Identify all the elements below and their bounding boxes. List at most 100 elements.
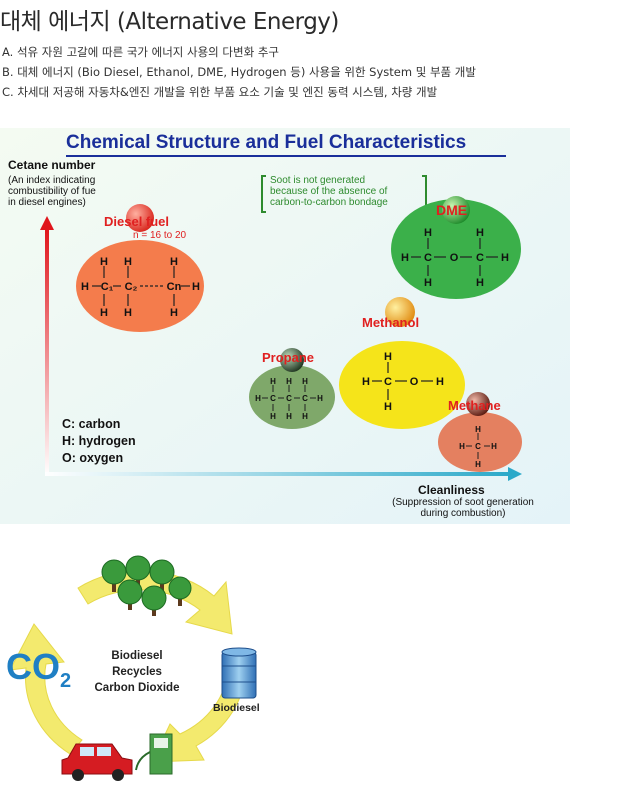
co2-subscript: 2 — [60, 670, 72, 693]
legend-hydrogen: H: hydrogen — [62, 434, 136, 448]
diesel-bonds — [92, 266, 190, 306]
cycle-arrow-left — [9, 623, 83, 755]
propane-atom-h: H — [317, 394, 323, 403]
methanol-atom-c: C — [384, 376, 392, 388]
diesel-sublabel: n = 16 to 20 — [133, 230, 187, 241]
propane-atom-h: H — [270, 412, 276, 421]
diagram-canvas: H C₁ C₂ Cn H H H H H H H H C O C H H H H… — [0, 128, 570, 524]
carbon-cycle-diagram: CO2 Biodiesel Recycles Carbon Dioxide Bi… — [0, 548, 275, 793]
diesel-atom-c2: C₂ — [125, 281, 138, 293]
car-icon — [61, 743, 133, 781]
dme-atom-h: H — [476, 227, 484, 239]
legend-oxygen: O: oxygen — [62, 451, 124, 465]
diesel-atom-cn: Cn — [167, 281, 182, 293]
propane-atom-c: C — [270, 394, 276, 403]
fuel-pump-icon — [135, 733, 173, 775]
methanol-bonds — [372, 362, 433, 400]
legend-carbon: C: carbon — [62, 417, 121, 431]
dme-bonds — [411, 238, 498, 276]
cycle-center-line: Biodiesel — [111, 650, 163, 662]
bullet-a: A. 석유 자원 고갈에 따른 국가 에너지 사용의 다변화 추구 — [2, 45, 279, 59]
x-axis — [45, 472, 510, 476]
methanol-atom-h: H — [384, 351, 392, 363]
y-axis-title: Cetane number — [8, 158, 96, 172]
diesel-atom-h-left: H — [81, 281, 89, 293]
methanol-atom-h: H — [384, 401, 392, 413]
soot-note: Soot is not generated because of the abs… — [270, 175, 388, 208]
methanol-ellipse — [339, 341, 465, 429]
x-axis-title: Cleanliness — [418, 483, 485, 497]
propane-bonds — [262, 385, 316, 411]
diesel-label: Diesel fuel — [104, 214, 170, 229]
propane-atom-h: H — [286, 377, 292, 386]
dme-atom-c: C — [476, 252, 484, 264]
propane-label: Propane — [262, 350, 315, 365]
co2-label: CO2 — [6, 646, 71, 693]
propane-atom-h: H — [270, 377, 276, 386]
diesel-atom-c1: C₁ — [101, 281, 114, 293]
methane-atom-c: C — [475, 442, 481, 451]
propane-atom-h: H — [255, 394, 261, 403]
diagram-title-underline — [66, 155, 506, 157]
methanol-atom-h: H — [436, 376, 444, 388]
propane-atom-c: C — [302, 394, 308, 403]
methane-atom-h: H — [459, 442, 465, 451]
chemical-structure-diagram: H C₁ C₂ Cn H H H H H H H H C O C H H H H… — [0, 128, 570, 524]
propane-atom-h: H — [286, 412, 292, 421]
diesel-atom-h-right: H — [192, 281, 200, 293]
dme-atom-h: H — [501, 252, 509, 264]
dme-label: DME — [436, 202, 468, 218]
soot-note-line: because of the absence of — [270, 186, 388, 197]
atom-legend: C: carbon H: hydrogen O: oxygen — [62, 416, 136, 467]
cycle-canvas — [0, 548, 275, 793]
dme-ellipse — [391, 199, 521, 299]
x-axis-subtitle: (Suppression of soot generation during c… — [372, 497, 554, 519]
methane-bonds — [466, 433, 490, 459]
diagram-title: Chemical Structure and Fuel Characterist… — [66, 132, 467, 153]
methanol-label: Methanol — [362, 315, 420, 330]
diesel-atom-h: H — [124, 256, 132, 268]
page-title: 대체 에너지 (Alternative Energy) — [0, 9, 339, 35]
methane-molecule-ball — [466, 392, 490, 416]
diesel-atom-h: H — [170, 256, 178, 268]
cycle-center-line: Carbon Dioxide — [94, 682, 180, 694]
y-axis-subtitle: (An index indicating combustibility of f… — [8, 175, 96, 208]
y-axis-arrowhead — [40, 216, 54, 230]
diesel-molecule-ball — [126, 204, 154, 232]
dme-atom-o: O — [450, 252, 459, 264]
cycle-center-line: Recycles — [112, 666, 162, 678]
note-bracket-left — [261, 175, 266, 213]
bullet-c: C. 차세대 저공해 자동차&엔진 개발을 위한 부품 요소 기술 및 엔진 동… — [2, 85, 438, 99]
biodiesel-barrel-icon — [221, 647, 257, 699]
dme-atom-c: C — [424, 252, 432, 264]
propane-atom-h: H — [302, 412, 308, 421]
x-axis-subtitle-line: during combustion) — [420, 508, 506, 519]
propane-atom-h: H — [302, 377, 308, 386]
x-axis-subtitle-line: (Suppression of soot generation — [392, 497, 534, 508]
diesel-atom-h: H — [170, 307, 178, 319]
methane-atom-h: H — [491, 442, 497, 451]
soot-note-line: carbon-to-carbon bondage — [270, 197, 388, 208]
methane-atom-h: H — [475, 425, 481, 434]
methane-ellipse — [438, 412, 522, 472]
diesel-atom-h: H — [100, 307, 108, 319]
diesel-atom-h: H — [124, 307, 132, 319]
x-axis-arrowhead — [508, 467, 522, 481]
propane-atom-c: C — [286, 394, 292, 403]
barrel-label: Biodiesel — [213, 702, 260, 714]
dme-atom-h: H — [424, 227, 432, 239]
methanol-atom-o: O — [410, 376, 419, 388]
propane-molecule-ball — [280, 348, 304, 372]
soot-note-line: Soot is not generated — [270, 175, 366, 186]
bullet-list: A. 석유 자원 고갈에 따른 국가 에너지 사용의 다변화 추구 B. 대체 … — [2, 42, 476, 102]
dme-atom-h: H — [424, 277, 432, 289]
y-axis — [45, 228, 49, 476]
propane-ellipse — [249, 365, 335, 429]
methanol-molecule-ball — [385, 297, 415, 327]
dme-atom-h: H — [401, 252, 409, 264]
methane-atom-h: H — [475, 460, 481, 469]
atom-labels: H C₁ C₂ Cn H H H H H H H H C O C H H H H… — [81, 227, 509, 469]
trees-icon — [101, 555, 192, 616]
methane-label: Methane — [448, 398, 501, 413]
y-axis-subtitle-line: (An index indicating — [8, 175, 96, 186]
